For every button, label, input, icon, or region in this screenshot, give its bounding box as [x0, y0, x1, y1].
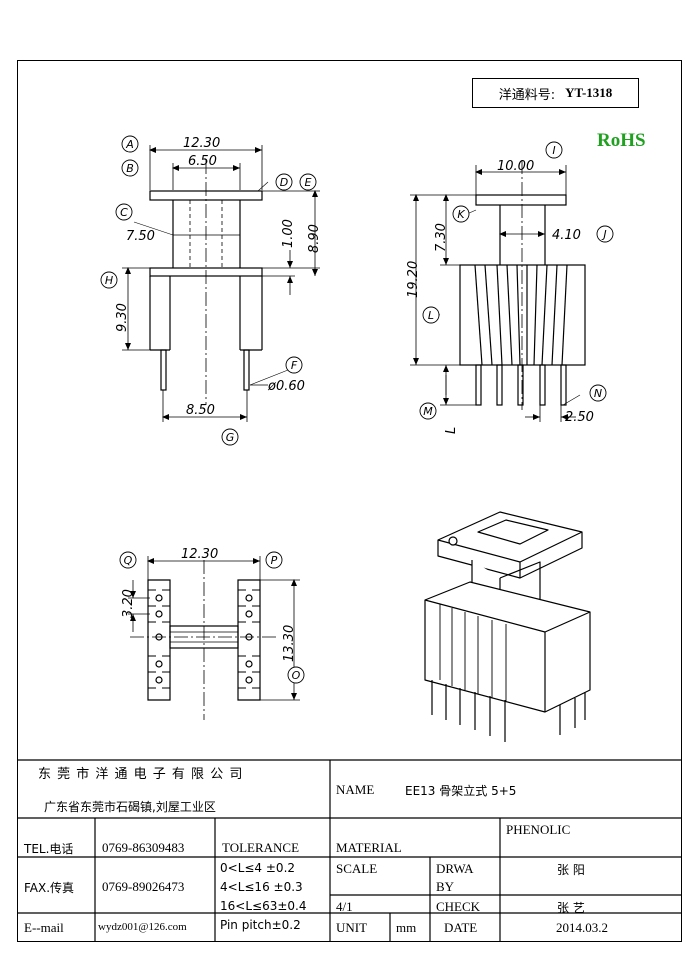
label-o: O	[292, 669, 301, 682]
part-number: YT-1318	[565, 85, 613, 100]
tolerance-row-2: 4<L≤16 ±0.3	[220, 880, 303, 894]
label-d: D	[280, 176, 288, 189]
front-view	[122, 145, 320, 422]
label-h: H	[105, 274, 113, 287]
dim-6-50: 6.50	[188, 154, 217, 169]
tel-value: 0769-86309483	[102, 840, 185, 855]
company-name: 东 莞 市 洋 通 电 子 有 限 公 司	[38, 767, 244, 782]
dim-1-00: 1.00	[281, 219, 296, 248]
tolerance-row-4: Pin pitch±0.2	[220, 918, 301, 932]
isometric-view	[424, 511, 591, 742]
drawing-frame	[17, 60, 682, 942]
date-label: DATE	[444, 920, 478, 935]
bottom-view	[128, 556, 300, 720]
material-label: MATERIAL	[336, 840, 402, 855]
label-g: G	[226, 431, 235, 444]
by-label: BY	[436, 879, 455, 894]
label-j: J	[601, 228, 606, 241]
dim-7-30: 7.30	[434, 223, 449, 252]
rohs-mark: RoHS	[597, 130, 646, 151]
title-block-grid	[17, 759, 682, 942]
scale-value: 4/1	[336, 899, 353, 914]
tel-label: TEL.电话	[24, 842, 74, 856]
tolerance-label: TOLERANCE	[222, 840, 300, 855]
fax-value: 0769-89026473	[102, 879, 185, 894]
dim-19-20: 19.20	[406, 261, 421, 298]
email-label: E--mail	[24, 920, 64, 935]
dim-8-50: 8.50	[186, 403, 215, 418]
front-view-labels	[100, 135, 317, 446]
part-number-label: 洋通料号:	[498, 87, 556, 103]
label-q: Q	[124, 554, 133, 567]
dim-7-50: 7.50	[126, 229, 155, 244]
material-value: PHENOLIC	[506, 822, 571, 837]
dim-bottom-12-30: 12.30	[181, 547, 218, 562]
scale-label: SCALE	[336, 861, 378, 876]
dim-3-20: 3.20	[121, 589, 136, 618]
label-c: C	[120, 206, 128, 219]
label-l: L	[428, 309, 434, 322]
label-a: A	[125, 138, 134, 151]
unit-label: UNIT	[336, 920, 368, 935]
label-f: F	[291, 359, 298, 372]
tolerance-row-1: 0<L≤4 ±0.2	[220, 861, 296, 875]
tolerance-row-3: 16<L≤63±0.4	[220, 899, 307, 913]
check-label: CHECK	[436, 899, 481, 914]
dim-pin-dia: ø0.60	[267, 379, 305, 394]
dim-10-00: 10.00	[497, 159, 534, 174]
label-m: M	[423, 405, 433, 418]
dim-4-10: 4.10	[552, 228, 581, 243]
dim-9-30: 9.30	[115, 303, 130, 332]
company-address: 广东省东莞市石碣镇,刘屋工业区	[44, 800, 216, 814]
label-i: I	[552, 144, 555, 157]
drawn-by: 张 阳	[557, 863, 585, 877]
name-label: NAME	[336, 782, 375, 797]
label-b: B	[126, 162, 134, 175]
label-k: K	[457, 208, 465, 221]
name-value: EE13 骨架立式 5+5	[405, 784, 517, 798]
drwa-label: DRWA	[436, 861, 474, 876]
label-p: P	[271, 554, 278, 567]
checked-by: 张 艺	[557, 901, 585, 915]
dim-12-30: 12.30	[183, 136, 220, 151]
front-view-dims: 12.30 6.50 7.50 1.00 8.90 9.30 ø0.60 8.5…	[115, 136, 322, 418]
dim-8-90: 8.90	[307, 224, 322, 253]
email-value: wydz001@126.com	[98, 921, 187, 933]
dim-pin-length: L	[444, 427, 459, 434]
label-n: N	[594, 387, 602, 400]
date-value: 2014.03.2	[556, 920, 608, 935]
unit-value: mm	[396, 920, 417, 935]
side-view	[410, 160, 586, 422]
dim-13-30: 13.30	[282, 625, 297, 662]
part-number-box: 洋通料号: YT-1318	[472, 78, 639, 108]
fax-label: FAX.传真	[24, 881, 75, 895]
dim-2-50: 2.50	[565, 410, 594, 425]
label-e: E	[305, 176, 312, 189]
